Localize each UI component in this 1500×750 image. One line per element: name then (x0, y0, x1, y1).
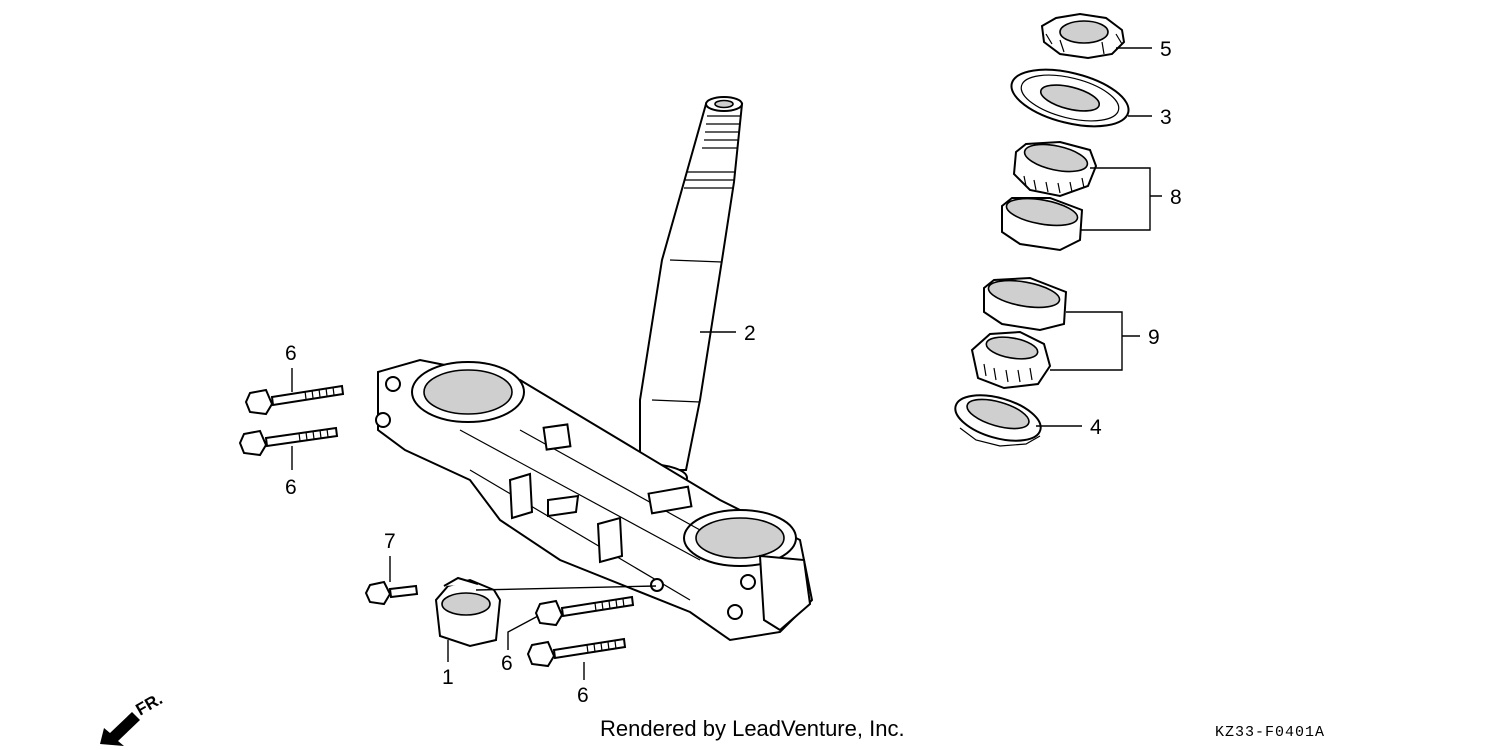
lower-race (983, 276, 1068, 332)
fork-bridge (375, 358, 814, 642)
front-arrow-icon: FR. (100, 689, 166, 746)
upper-bearing (1012, 140, 1098, 198)
bolt-lower-1 (534, 595, 635, 627)
lower-bearing (970, 330, 1052, 390)
rendered-by-text: Rendered by LeadVenture, Inc. (600, 716, 905, 741)
callout-1: 1 (442, 666, 454, 689)
lock-nut (1040, 12, 1126, 60)
upper-race (1001, 197, 1084, 252)
callout-5: 5 (1160, 38, 1172, 61)
callout-6-lower-right: 6 (577, 684, 589, 707)
callout-9: 9 (1148, 326, 1160, 349)
callout-8: 8 (1170, 186, 1182, 209)
dust-seal (1010, 68, 1130, 128)
callout-6-middle: 6 (285, 476, 297, 499)
steering-stem (602, 96, 744, 493)
callout-4: 4 (1090, 416, 1102, 439)
leader-lines (291, 47, 1162, 680)
callout-6-upper: 6 (285, 342, 297, 365)
callout-2: 2 (744, 322, 756, 345)
callout-3: 3 (1160, 106, 1172, 129)
bolt-lower-2 (526, 637, 627, 668)
bolt-upper-2 (238, 426, 339, 457)
cable-clamp (434, 576, 502, 648)
bolt-upper-1 (244, 384, 345, 416)
small-bolt (364, 580, 419, 606)
front-arrow-label: FR. (133, 689, 166, 719)
callout-7: 7 (384, 530, 396, 553)
lower-dust-seal (954, 394, 1042, 447)
diagram-code: KZ33-F0401A (1215, 724, 1326, 741)
callout-6-lower-left: 6 (501, 652, 513, 675)
